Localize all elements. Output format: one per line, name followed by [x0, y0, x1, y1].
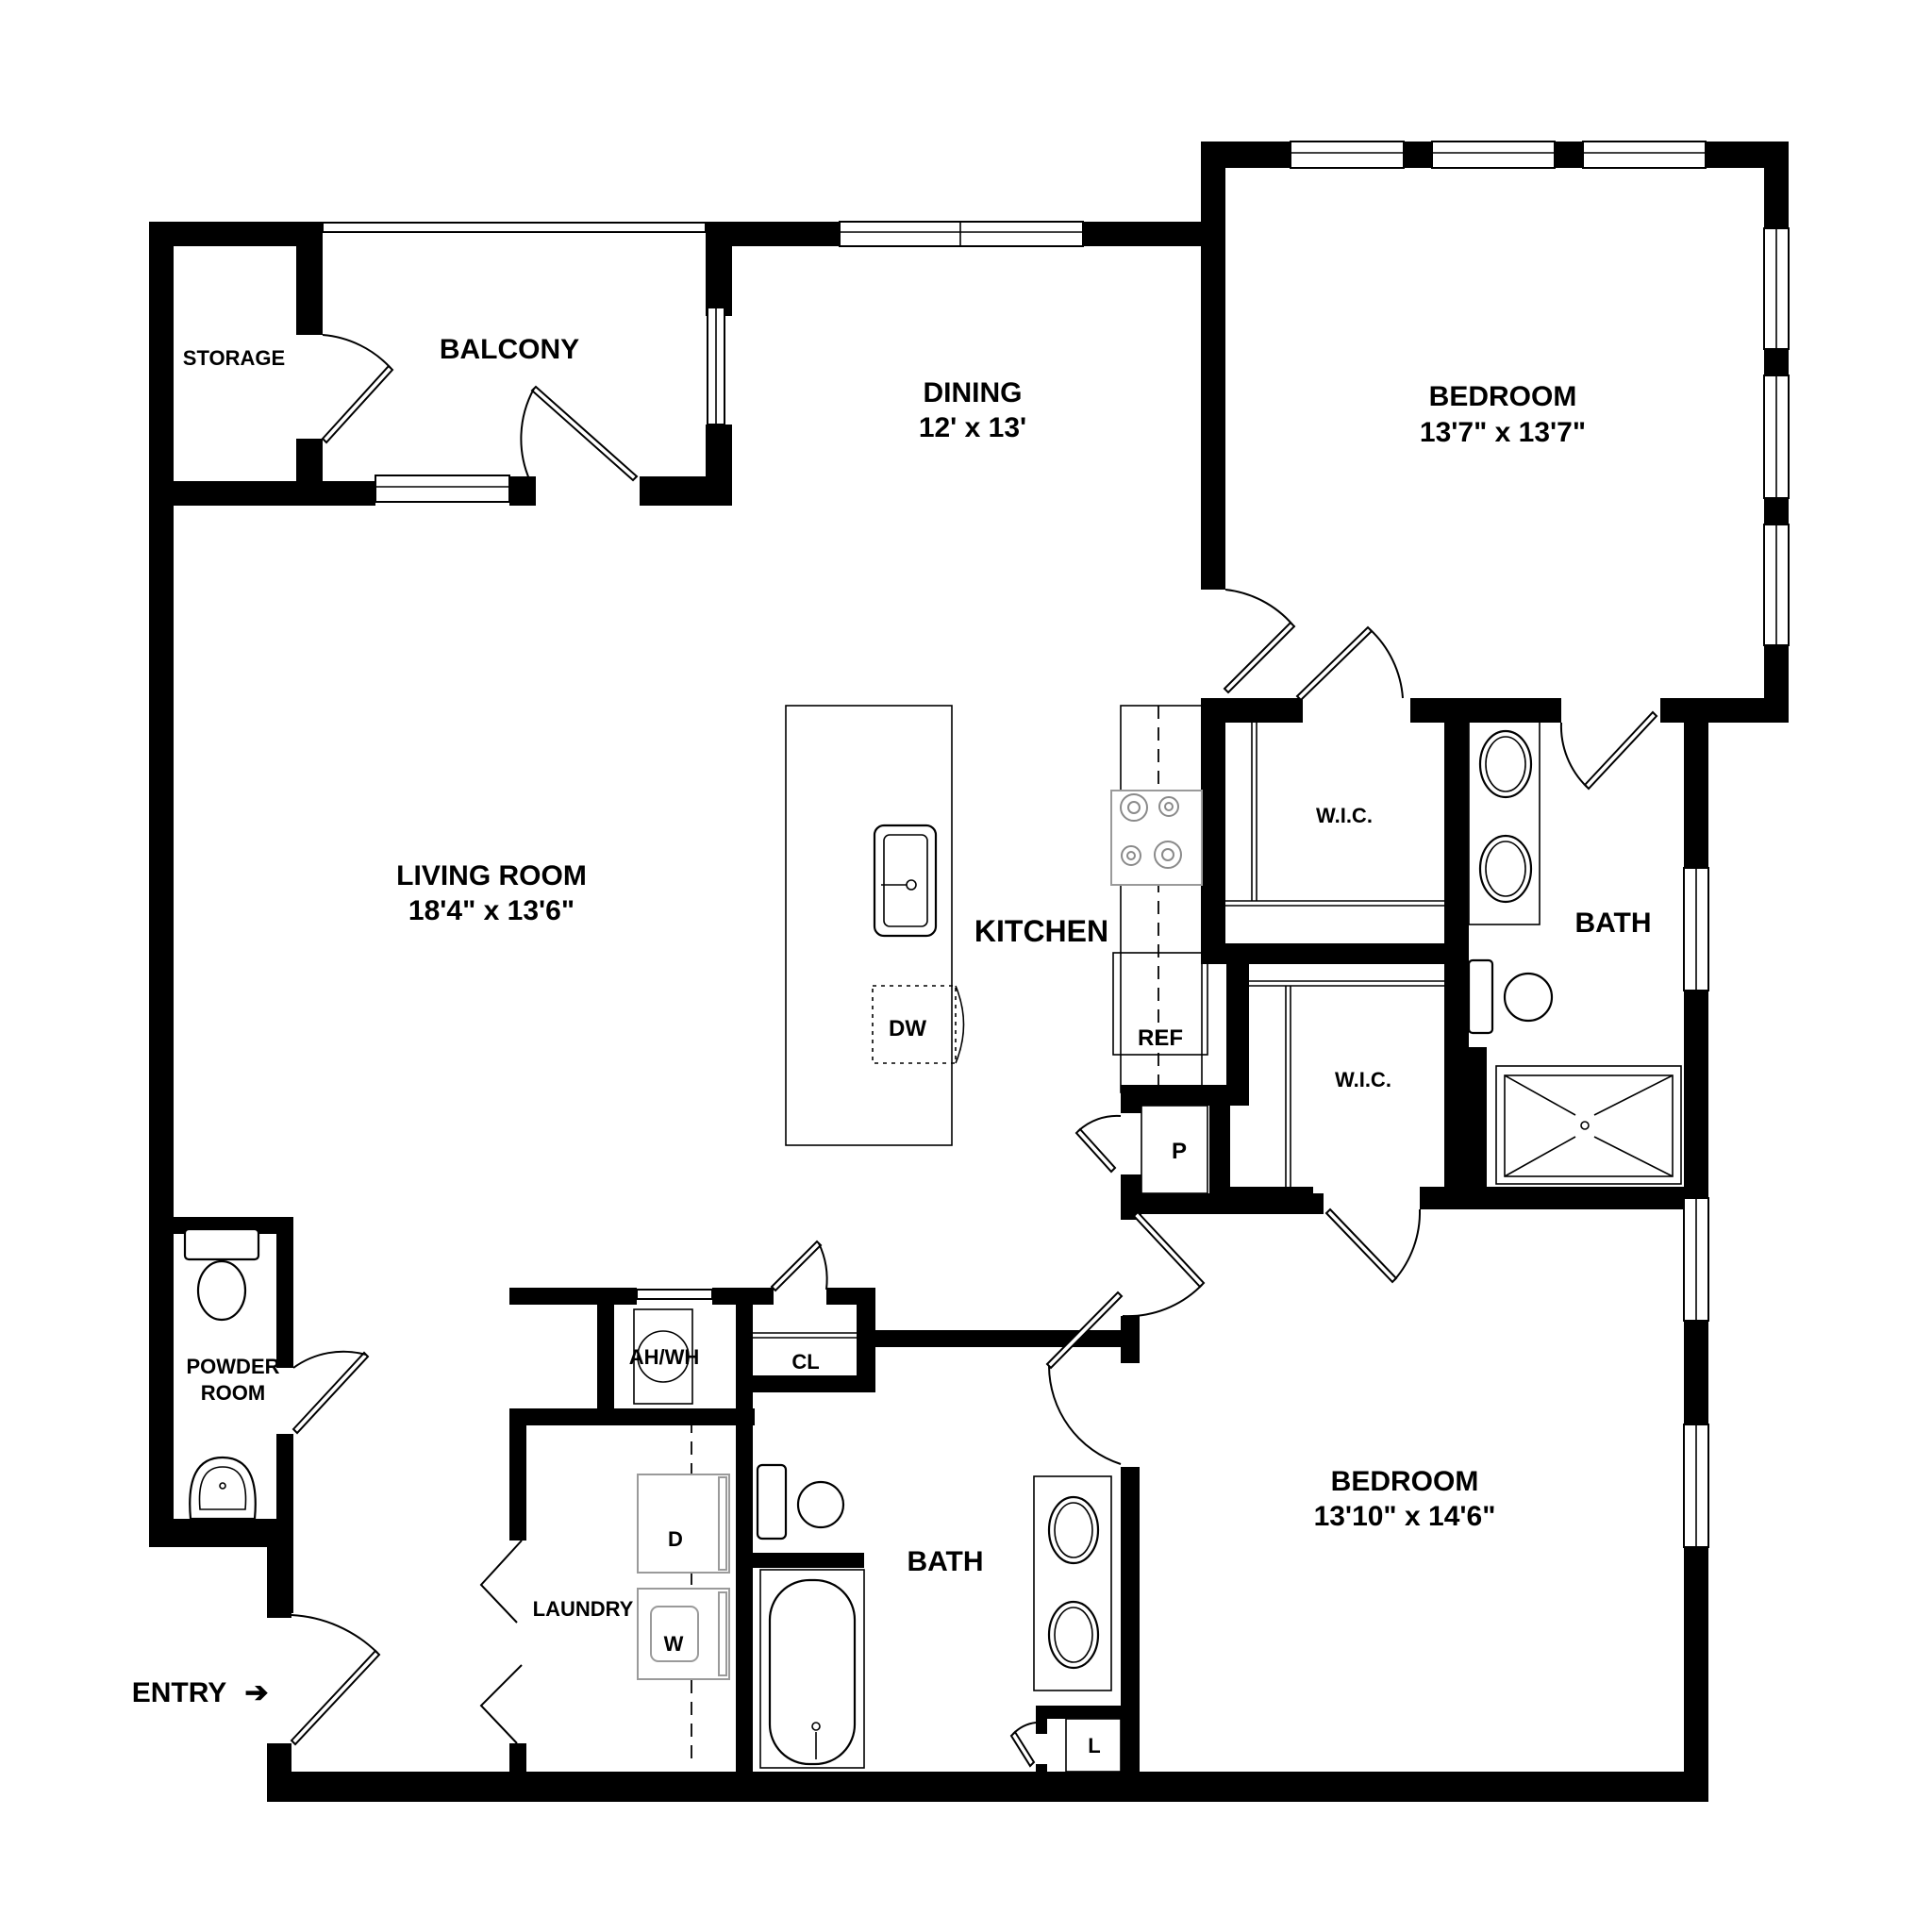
refrigerator: [1112, 952, 1208, 1056]
balcony-label: BALCONY: [440, 334, 579, 365]
washer-label: W: [664, 1632, 684, 1656]
bath2-toilet-tank: [756, 1463, 788, 1541]
closet-label: CL: [791, 1350, 819, 1374]
powder-toilet-bowl: [196, 1259, 247, 1322]
windows: [322, 141, 1790, 1548]
powder-toilet-tank: [183, 1227, 260, 1261]
kitchen-label: KITCHEN: [974, 914, 1108, 948]
doors: [290, 334, 1658, 1768]
bath2-toilet-bowl: [796, 1480, 845, 1529]
laundry-bifold-top: [479, 1540, 523, 1624]
balcony-door: [530, 385, 639, 482]
refrigerator-label: REF: [1138, 1025, 1183, 1051]
fixtures: [183, 705, 1682, 1773]
pantry-label: P: [1172, 1139, 1187, 1164]
labels: STORAGE BALCONY DINING 12' x 13' BEDROOM…: [132, 334, 1652, 1757]
dryer: [637, 1474, 730, 1574]
dining-dimensions: 12' x 13': [919, 412, 1026, 443]
powder-room-label-line2: ROOM: [201, 1381, 265, 1405]
wic1-label: W.I.C.: [1316, 804, 1373, 827]
bedroom1-door: [1223, 621, 1296, 694]
bath2-label: BATH: [907, 1546, 983, 1577]
powder-room-door: [291, 1351, 370, 1435]
ah-wh-unit: [633, 1308, 693, 1405]
linen-closet: [1065, 1718, 1122, 1773]
powder-room-label-line1: POWDER: [187, 1355, 280, 1378]
walls: [149, 142, 1789, 1802]
storage-door: [321, 364, 394, 444]
wic2-label: W.I.C.: [1335, 1068, 1391, 1091]
bedroom2-label: BEDROOM: [1331, 1466, 1479, 1497]
laundry-label: LAUNDRY: [533, 1597, 634, 1621]
bath2-vanity: [1033, 1475, 1112, 1691]
bedroom1-label: BEDROOM: [1429, 381, 1577, 412]
range: [1110, 790, 1203, 886]
dryer-label: D: [668, 1527, 683, 1551]
kitchen-sink: [873, 824, 938, 938]
living-room-dimensions: 18'4" x 13'6": [408, 895, 575, 926]
linen-label: L: [1088, 1734, 1100, 1757]
living-room-label: LIVING ROOM: [396, 860, 587, 891]
closet-door: [770, 1240, 823, 1292]
laundry-bifold-bottom: [479, 1664, 523, 1744]
bath1-vanity: [1468, 709, 1541, 925]
pantry: [1141, 1105, 1208, 1194]
entry-label: ENTRY: [132, 1677, 227, 1708]
bath1-toilet-bowl: [1503, 972, 1554, 1023]
pantry-door: [1074, 1127, 1117, 1174]
ah-wh-label: AH/WH: [629, 1345, 700, 1369]
storage-label: STORAGE: [183, 346, 285, 370]
bath2-tub: [759, 1569, 865, 1769]
bedroom2-hall-door: [1132, 1210, 1206, 1289]
kitchen-counter: [1120, 705, 1203, 1093]
entry-arrow-icon: ➔: [244, 1677, 268, 1708]
wic1-door: [1295, 625, 1374, 702]
bedroom2-dimensions: 13'10" x 14'6": [1314, 1501, 1496, 1532]
bath1-toilet-tank: [1467, 958, 1494, 1035]
dishwasher: [872, 985, 957, 1064]
entry-door: [290, 1649, 381, 1746]
wic2-door: [1324, 1208, 1398, 1284]
dishwasher-label: DW: [889, 1016, 926, 1041]
bath1-shower: [1495, 1065, 1682, 1185]
dining-label: DINING: [924, 377, 1023, 408]
bath1-label: BATH: [1574, 908, 1651, 939]
bath1-door: [1583, 710, 1658, 791]
linen-door: [1009, 1730, 1036, 1768]
kitchen-island: [785, 705, 953, 1146]
bedroom1-dimensions: 13'7" x 13'7": [1420, 417, 1586, 448]
